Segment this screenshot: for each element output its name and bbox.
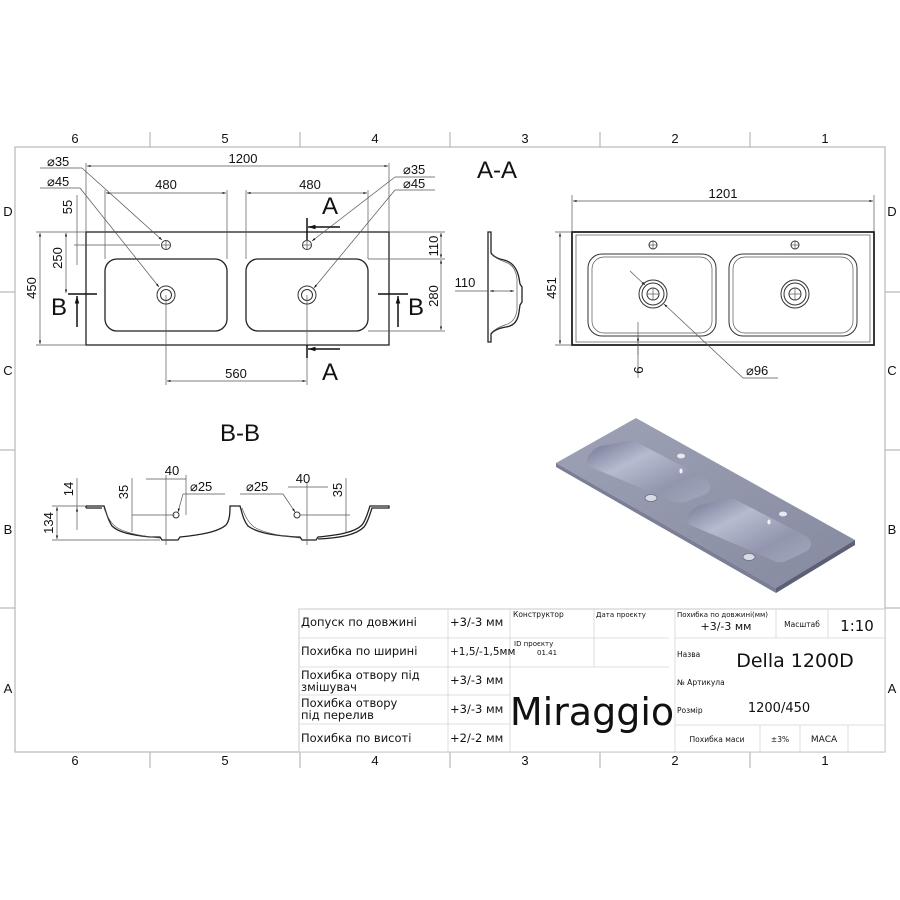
dim-rear-width: 1201 (709, 186, 738, 201)
drain-diameter-left: ⌀45 (47, 174, 69, 189)
row-labels-right: D C B A (887, 204, 896, 696)
tolerance-overflow-hole-label: Похибка отвору (301, 696, 398, 710)
dim-rim-thickness: 14 (61, 482, 76, 496)
project-id-label: ID проєкту (514, 640, 553, 648)
col-label: 1 (821, 753, 828, 768)
length-tolerance-label: Похибка по довжині(мм) (677, 611, 768, 619)
tolerance-overflow-hole-label-2: під перелив (301, 708, 374, 722)
dim-tap-offset: 55 (60, 200, 75, 214)
section-b-label-right: B (408, 294, 424, 321)
col-label: 4 (371, 753, 378, 768)
dim-drain-offset: 250 (50, 247, 65, 269)
row-label: C (887, 363, 896, 378)
row-label: B (4, 522, 13, 537)
constructor-label: Конструктор (513, 610, 564, 619)
col-label: 1 (821, 131, 828, 146)
section-b-label-left: B (51, 294, 67, 321)
dim-total-height: 134 (41, 512, 56, 534)
tolerance-length-label: Допуск по довжині (301, 615, 417, 629)
mass-tolerance-label: Похибка маси (690, 735, 745, 744)
product-name: Della 1200D (736, 650, 854, 672)
dim-overall-width: 1200 (229, 151, 258, 166)
section-bb-view: B-B 134 14 35 40 ⌀25 ⌀25 (41, 420, 390, 545)
size-value: 1200/450 (748, 701, 810, 716)
col-label: 6 (71, 131, 78, 146)
title-block: Допуск по довжині +3/-3 мм Похибка по ши… (298, 608, 886, 753)
dim-basin-width-left: 480 (155, 177, 177, 192)
dim-basin-depth: 280 (426, 285, 441, 307)
section-aa-title: A-A (477, 157, 517, 184)
section-bb-title: B-B (220, 420, 260, 447)
row-label: A (4, 681, 13, 696)
tolerance-length-value: +3/-3 мм (450, 615, 503, 629)
drain-diameter-large: ⌀96 (746, 363, 768, 378)
column-labels-top: 6 5 4 3 2 1 (71, 131, 828, 146)
tolerance-width-value: +1,5/-1,5мм (450, 646, 515, 658)
tolerance-mixer-hole-label-2: змішувач (301, 680, 357, 694)
row-label: A (888, 681, 897, 696)
dim-rim: 9 (631, 366, 646, 373)
size-label: Розмір (677, 706, 703, 715)
col-label: 5 (221, 753, 228, 768)
section-aa-view: A-A 110 (455, 157, 523, 343)
col-label: 5 (221, 131, 228, 146)
column-labels-bottom: 6 5 4 3 2 1 (71, 753, 828, 768)
tolerance-height-value: +2/-2 мм (450, 731, 503, 745)
dim-rear-height: 451 (544, 277, 559, 299)
section-a-label-bottom: A (322, 359, 338, 386)
tap-hole-diameter-right: ⌀35 (403, 162, 425, 177)
length-tolerance-value: +3/-3 мм (701, 620, 752, 633)
dim-depth-total: 450 (24, 277, 39, 299)
section-a-label-top: A (322, 193, 338, 220)
dim-overflow-height-right: 35 (330, 483, 345, 497)
col-label: 2 (671, 753, 678, 768)
tap-hole-diameter-left: ⌀35 (47, 154, 69, 169)
tolerance-height-label: Похибка по висоті (301, 731, 411, 745)
col-label: 4 (371, 131, 378, 146)
dim-basin-width-right: 480 (299, 177, 321, 192)
row-labels-left: D C B A (3, 204, 12, 696)
row-label: B (888, 522, 897, 537)
project-id-value: 01.41 (537, 649, 557, 657)
scale-label: Масштаб (784, 620, 820, 629)
row-label: D (3, 204, 12, 219)
mass-label: МАСА (811, 735, 838, 745)
dim-overflow-height-left: 35 (116, 485, 131, 499)
scale-value: 1:10 (840, 617, 874, 635)
project-date-label: Дата проєкту (596, 611, 646, 619)
drain-diameter-right: ⌀45 (403, 176, 425, 191)
tolerance-mixer-hole-value: +3/-3 мм (450, 673, 503, 687)
name-label: Назва (677, 650, 700, 659)
tolerance-width-label: Похибка по ширині (301, 644, 417, 658)
rear-view: 1201 451 9 ⌀96 (544, 186, 875, 379)
col-label: 3 (521, 753, 528, 768)
dim-bowl-depth: 110 (455, 275, 476, 290)
row-label: D (887, 204, 896, 219)
tolerance-mixer-hole-label: Похибка отвору під (301, 668, 420, 682)
dim-drain-spacing: 560 (225, 366, 247, 381)
col-label: 3 (521, 131, 528, 146)
mass-tolerance-value: ±3% (771, 735, 789, 744)
dim-overflow-offset-right: 40 (296, 471, 310, 486)
col-label: 6 (71, 753, 78, 768)
row-label: C (3, 363, 12, 378)
tolerance-overflow-hole-value: +3/-3 мм (450, 702, 503, 716)
overflow-diameter-left: ⌀25 (190, 479, 212, 494)
brand-logo: Miraggio (510, 690, 674, 734)
col-label: 2 (671, 131, 678, 146)
plan-view: 1200 480 480 450 250 55 ⌀35 ⌀45 (24, 151, 445, 386)
overflow-diameter-right: ⌀25 (246, 479, 268, 494)
article-label: № Артикула (677, 678, 725, 687)
isometric-render (556, 418, 855, 593)
dim-top-to-basin: 110 (426, 236, 441, 257)
dim-overflow-offset-left: 40 (165, 463, 179, 478)
